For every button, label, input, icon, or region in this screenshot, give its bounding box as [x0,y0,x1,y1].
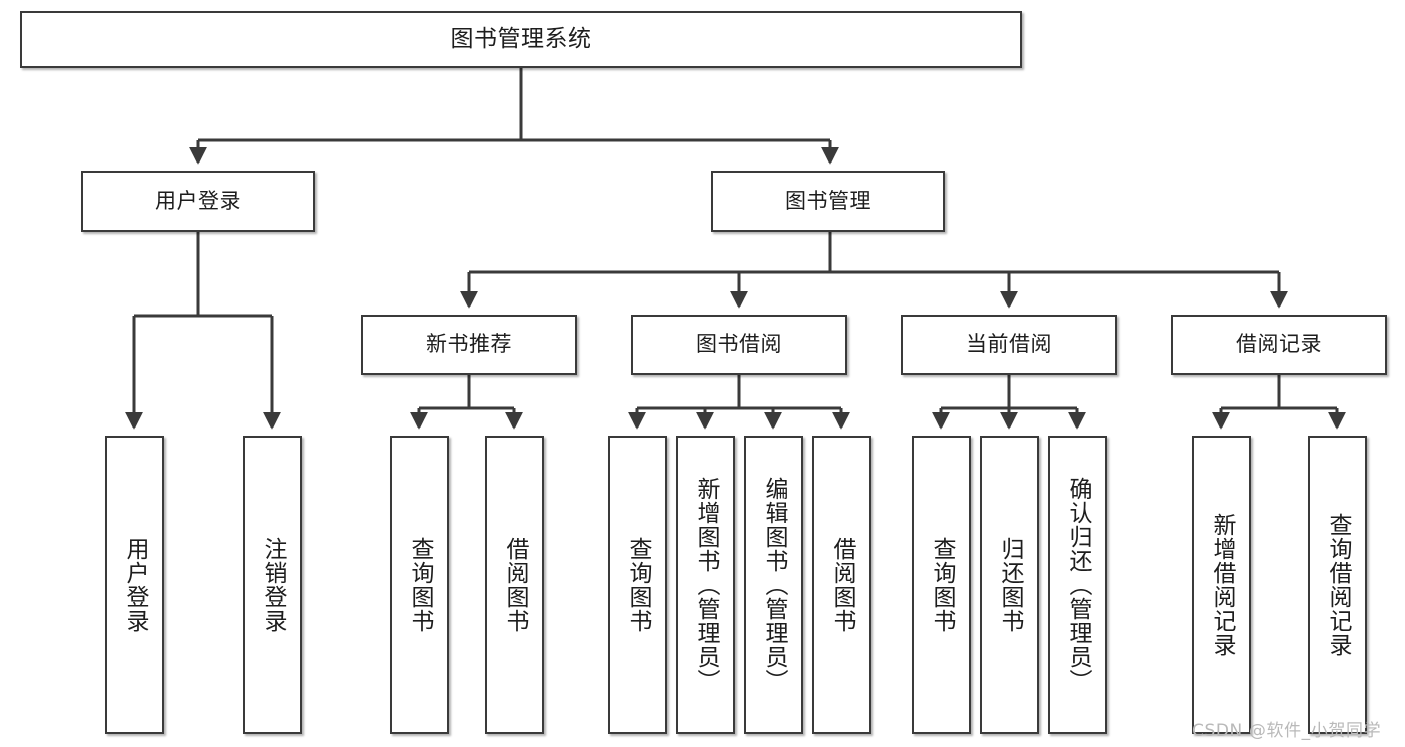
node-label: 新增图书（管理员） [693,477,719,693]
node-label: 借阅图书 [829,537,855,633]
leaf-current-borrow-query-book[interactable]: 查询图书 [912,436,971,734]
node-label: 归还图书 [997,537,1023,633]
node-label: 用户登录 [155,188,241,213]
node-user-login[interactable]: 用户登录 [81,171,315,232]
node-label: 查询图书 [929,537,955,633]
leaf-book-borrow-borrow-book[interactable]: 借阅图书 [812,436,871,734]
node-label: 图书借阅 [696,332,782,357]
node-label: 图书管理 [785,188,871,213]
node-root-book-management-system[interactable]: 图书管理系统 [20,11,1022,68]
node-label: 查询借阅记录 [1325,513,1351,657]
node-label: 注销登录 [260,537,286,633]
node-new-book-recommend[interactable]: 新书推荐 [361,315,577,375]
leaf-user-login-logout[interactable]: 注销登录 [243,436,302,734]
node-label: 借阅图书 [502,537,528,633]
node-label: 确认归还（管理员） [1065,477,1091,693]
node-current-borrow[interactable]: 当前借阅 [901,315,1117,375]
leaf-borrow-record-add-record[interactable]: 新增借阅记录 [1192,436,1251,734]
leaf-user-login-login[interactable]: 用户登录 [105,436,164,734]
node-label: 图书管理系统 [450,25,592,52]
node-label: 查询图书 [407,537,433,633]
node-label: 查询图书 [625,537,651,633]
leaf-borrow-record-query-record[interactable]: 查询借阅记录 [1308,436,1367,734]
leaf-new-book-borrow-book[interactable]: 借阅图书 [485,436,544,734]
leaf-book-borrow-add-book-admin[interactable]: 新增图书（管理员） [676,436,735,734]
node-label: 当前借阅 [966,332,1052,357]
node-book-management[interactable]: 图书管理 [711,171,945,232]
node-book-borrow[interactable]: 图书借阅 [631,315,847,375]
leaf-current-borrow-return-book[interactable]: 归还图书 [980,436,1039,734]
node-label: 新书推荐 [426,332,512,357]
leaf-book-borrow-query-book[interactable]: 查询图书 [608,436,667,734]
leaf-new-book-query-book[interactable]: 查询图书 [390,436,449,734]
node-borrow-record[interactable]: 借阅记录 [1171,315,1387,375]
leaf-book-borrow-edit-book-admin[interactable]: 编辑图书（管理员） [744,436,803,734]
node-label: 用户登录 [122,537,148,633]
node-label: 编辑图书（管理员） [761,477,787,693]
leaf-current-borrow-confirm-return-admin[interactable]: 确认归还（管理员） [1048,436,1107,734]
node-label: 新增借阅记录 [1209,513,1235,657]
node-label: 借阅记录 [1236,332,1322,357]
